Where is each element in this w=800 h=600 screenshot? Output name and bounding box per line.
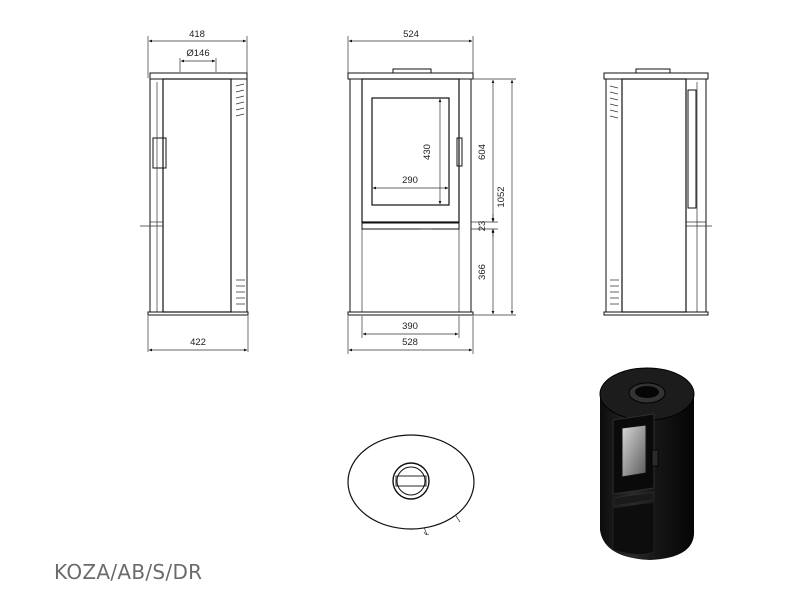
side-vents-upper — [235, 83, 245, 117]
dim-flue-diameter: Ø146 — [186, 48, 209, 59]
side-view-right — [603, 68, 712, 316]
dim-base-width: 528 — [402, 337, 418, 348]
dim-total-height: 1052 — [496, 186, 507, 207]
right-vents-upper — [609, 85, 619, 119]
dim-glass-width: 290 — [402, 175, 418, 186]
model-name-label: KOZA/AB/S/DR — [54, 560, 203, 584]
dim-side-top-width: 418 — [189, 29, 205, 40]
top-view — [347, 434, 475, 536]
stove-3d-render — [599, 367, 695, 560]
dim-glass-height: 430 — [422, 144, 433, 160]
right-vents-lower — [610, 279, 619, 305]
side-vents-lower — [236, 279, 245, 305]
side-view-left: 418 Ø146 422 — [140, 29, 249, 352]
dim-side-base-width: 422 — [190, 337, 206, 348]
dim-gap-height: 23 — [477, 221, 488, 232]
dim-door-height: 604 — [477, 144, 488, 160]
dim-lower-height: 366 — [477, 264, 488, 280]
dim-lower-width: 390 — [402, 321, 418, 332]
dim-front-top-width: 524 — [403, 29, 419, 40]
front-view: 524 430 290 604 23 366 1052 — [347, 29, 516, 354]
